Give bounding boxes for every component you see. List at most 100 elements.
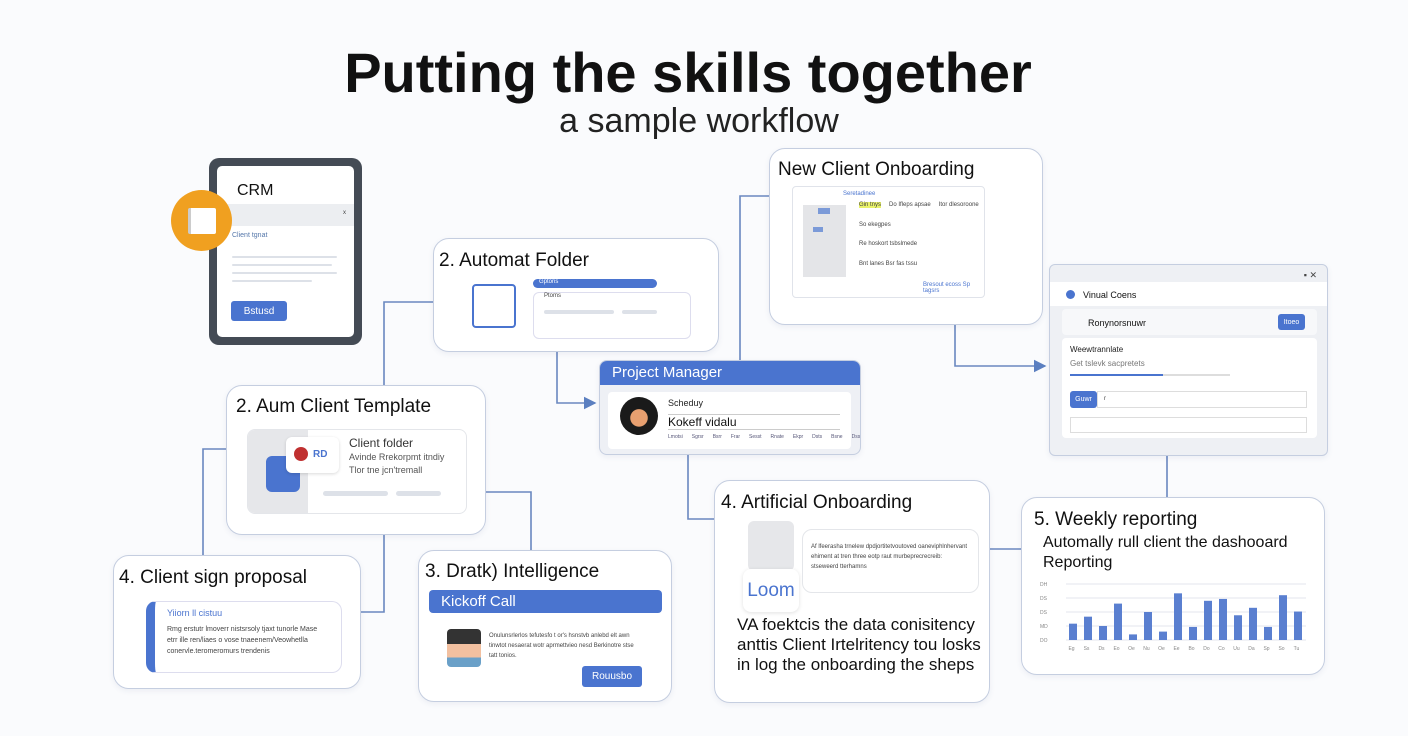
artificial-title: 4. Artificial Onboarding xyxy=(721,492,913,513)
bar xyxy=(1144,612,1152,640)
text-area[interactable] xyxy=(1070,417,1307,433)
close-icon[interactable]: x xyxy=(343,210,346,216)
x-tick-label: Oe xyxy=(1128,646,1135,652)
bar xyxy=(1264,626,1272,640)
project-manager-card: Project Manager Scheduy Kokeff vidalu Lm… xyxy=(599,360,861,455)
folder-bar: Gptons xyxy=(533,279,657,288)
artificial-note: Af lfeerasha trnelew dpdjortitetvoutoved… xyxy=(802,529,979,593)
x-tick-label: Sp xyxy=(1263,646,1269,652)
progress-bar xyxy=(1070,374,1230,376)
edit-document-icon xyxy=(171,190,232,251)
connector-pm-artificial xyxy=(687,455,714,520)
search-input[interactable]: r xyxy=(1097,391,1307,408)
page-subtitle: a sample workflow xyxy=(559,102,839,140)
app-name: Vinual Coens xyxy=(1083,290,1137,300)
avatar xyxy=(620,397,658,435)
artificial-onboarding-card: 4. Artificial Onboarding Loom Af lfeeras… xyxy=(714,480,990,703)
connector-template-sign2 xyxy=(361,535,385,613)
page-title: Putting the skills together xyxy=(344,41,1032,104)
connector-crm-folder xyxy=(383,301,433,385)
kickoff-call-banner: Kickoff Call xyxy=(429,590,662,613)
bar xyxy=(1279,595,1287,640)
window-controls[interactable]: ▪ ✕ xyxy=(1303,270,1317,280)
x-tick-label: Do xyxy=(1203,646,1210,652)
tag: Ekpr xyxy=(792,434,804,440)
bar xyxy=(1234,615,1242,640)
tag: Rnate xyxy=(770,434,784,440)
bar xyxy=(1189,626,1197,640)
proposal-document: Yiiorn ll cistuu Rmg erstutr lmoverr nis… xyxy=(146,601,342,673)
bar xyxy=(1129,634,1137,640)
logo-badge: RD xyxy=(286,437,339,473)
tag: Dsts xyxy=(812,434,823,440)
app-icon xyxy=(1066,290,1075,299)
bar xyxy=(1204,600,1212,640)
crm-field-label: Client tgnat xyxy=(232,232,268,239)
crm-title: CRM xyxy=(237,182,274,199)
bar xyxy=(1174,593,1182,640)
virtual-window: ▪ ✕ Vinual Coens Ronynorsnuwr Itoeo Weew… xyxy=(1049,264,1328,456)
tag: Sgrsr xyxy=(691,434,704,440)
tag: Frar xyxy=(730,434,741,440)
x-tick-label: Ss xyxy=(1084,646,1090,652)
y-tick-label: DS xyxy=(1040,596,1048,602)
tag-row: Lmotsi Sgrsr Bsrr Frar Sesst Rnate Ekpr Dsts Bsn… xyxy=(668,434,861,440)
y-tick-label: DH xyxy=(1040,582,1048,588)
automat-folder-card: 2. Automat Folder Gptons Ptoms xyxy=(433,238,719,352)
x-tick-label: Uu xyxy=(1233,646,1240,652)
intelligence-title: 3. Dratk) Intelligence xyxy=(425,561,600,582)
folder-document-icon xyxy=(472,284,516,328)
automat-folder-title: 2. Automat Folder xyxy=(439,250,589,271)
x-tick-label: Eg xyxy=(1068,646,1074,652)
client-template-title: 2. Aum Client Template xyxy=(236,396,432,417)
x-tick-label: Ee xyxy=(1173,646,1179,652)
x-tick-label: Ds xyxy=(1098,646,1105,652)
connector-onboarding-virtual xyxy=(954,325,1047,373)
bar xyxy=(1249,607,1257,640)
client-sign-proposal-card: 4. Client sign proposal Yiiorn ll cistuu… xyxy=(113,555,361,689)
y-tick-label: DO xyxy=(1040,638,1048,644)
tag: Sesst xyxy=(749,434,762,440)
y-tick-label: DS xyxy=(1040,610,1048,616)
client-template-card: 2. Aum Client Template RD Client folder … xyxy=(226,385,486,535)
connector-template-sign xyxy=(202,448,226,555)
bar xyxy=(1159,631,1167,640)
bar xyxy=(1084,616,1092,640)
crm-button[interactable]: Bstusd xyxy=(231,301,287,321)
bar xyxy=(1069,623,1077,640)
weekly-reporting-card: 5. Weekly reporting Automally rull clien… xyxy=(1021,497,1325,675)
x-tick-label: Bo xyxy=(1188,646,1194,652)
y-tick-label: MD xyxy=(1040,624,1048,630)
search-button[interactable]: Guwr xyxy=(1070,391,1097,408)
sign-proposal-title: 4. Client sign proposal xyxy=(119,567,307,588)
tag: Dssn xyxy=(851,434,861,440)
x-tick-label: Tu xyxy=(1294,646,1300,652)
connector-folder-pm xyxy=(556,352,597,410)
loom-logo: Loom xyxy=(743,569,799,612)
contact-button[interactable]: Itoeo xyxy=(1278,314,1305,330)
bar xyxy=(1114,603,1122,640)
crm-tablet: CRM x Client tgnat Bstusd xyxy=(209,158,362,345)
x-tick-label: Oe xyxy=(1158,646,1165,652)
tag: Bsne xyxy=(831,434,843,440)
folder-preview: Ptoms xyxy=(533,292,691,339)
x-tick-label: Da xyxy=(1248,646,1255,652)
intelligence-card: 3. Dratk) Intelligence Kickoff Call Onul… xyxy=(418,550,672,702)
contact-row: Ronynorsnuwr Itoeo xyxy=(1062,309,1317,335)
new-client-onboarding-card: New Client Onboarding Seretadinee Gin tn… xyxy=(769,148,1043,325)
connector-onboarding-pm xyxy=(739,195,769,360)
intelligence-button[interactable]: Rouusbo xyxy=(582,666,642,687)
x-tick-label: So xyxy=(1278,646,1284,652)
x-tick-label: Co xyxy=(1218,646,1225,652)
onboarding-title: New Client Onboarding xyxy=(778,159,975,180)
tag: Bsrr xyxy=(712,434,722,440)
avatar xyxy=(447,629,481,667)
tag: Lmotsi xyxy=(668,434,683,440)
bar xyxy=(1294,611,1302,640)
x-tick-label: Eo xyxy=(1113,646,1119,652)
connector-template-intel xyxy=(486,491,532,550)
weekly-title: 5. Weekly reporting xyxy=(1034,509,1198,530)
